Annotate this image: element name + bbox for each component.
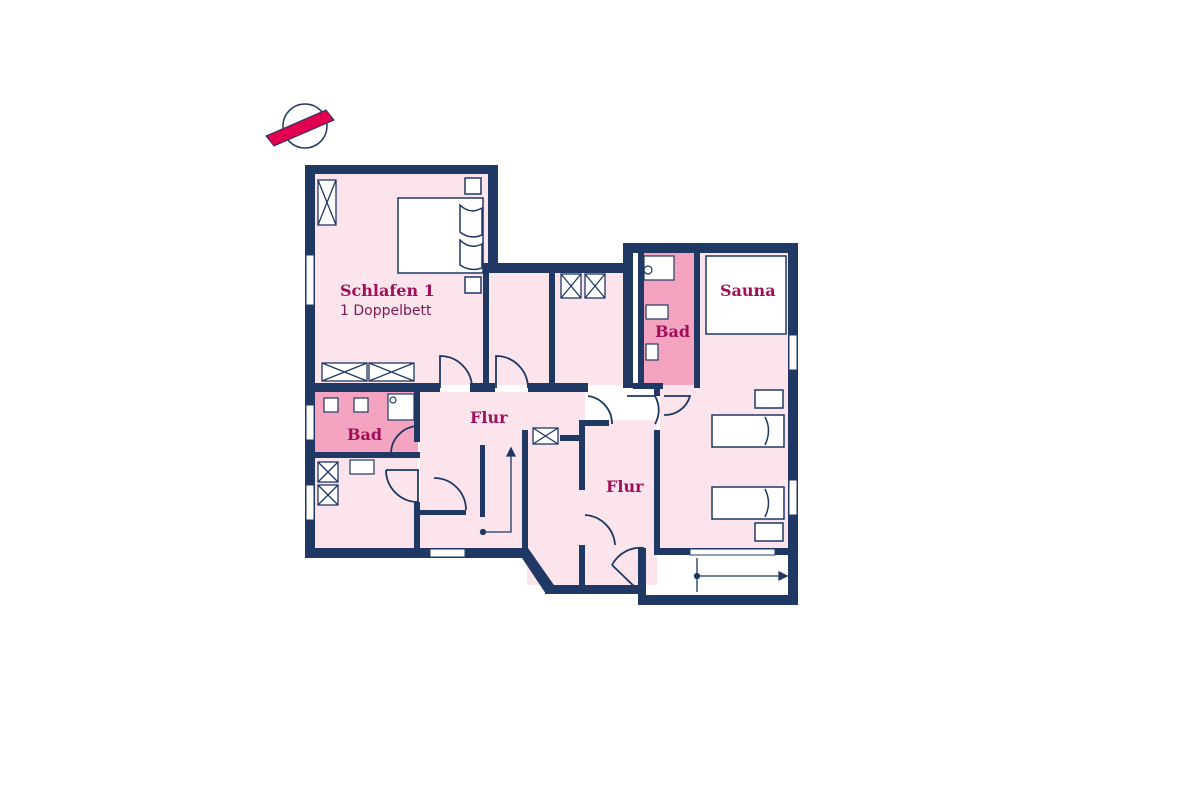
- double-bed: [397, 177, 484, 294]
- windows: [305, 254, 798, 558]
- stairs-arrows: [479, 446, 789, 592]
- sauna-cabin: [705, 255, 787, 335]
- room-detail-schlafen-1: 1 Doppelbett: [340, 303, 432, 319]
- bath-fixtures: [323, 255, 675, 475]
- room-label-flur-left: Flur: [470, 408, 508, 427]
- walls: [305, 165, 798, 605]
- single-beds: [711, 389, 785, 542]
- room-label-schlafen-1: Schlafen 1: [340, 281, 435, 300]
- bay-window: [518, 548, 556, 594]
- room-label-bad-top: Bad: [655, 322, 690, 341]
- room-flur-right: [585, 420, 657, 585]
- room-stair-landing: [420, 510, 523, 549]
- room-label-flur-right: Flur: [606, 477, 644, 496]
- doors: [385, 355, 692, 591]
- room-label-sauna: Sauna: [720, 281, 776, 300]
- room-label-bad-left: Bad: [347, 425, 382, 444]
- compass-north-arrow-icon: [265, 103, 335, 149]
- wardrobes: [317, 179, 606, 506]
